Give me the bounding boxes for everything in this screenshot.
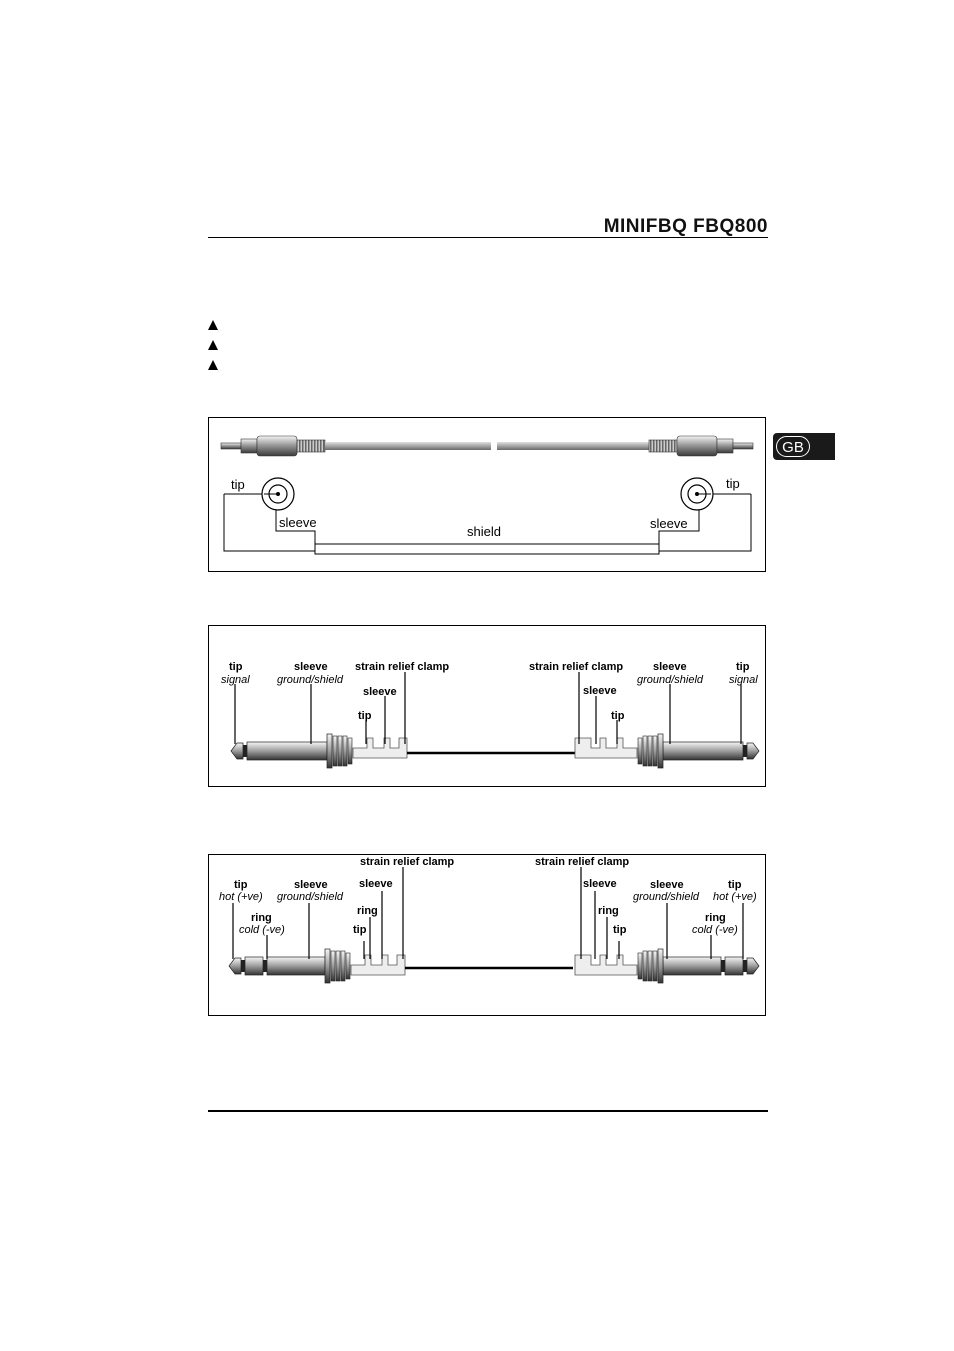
label-sleeve-left: sleeve <box>294 661 328 673</box>
label-inner-tip-left: tip <box>358 710 372 722</box>
rca-plug-left <box>220 435 326 457</box>
label-ground-shield-left: ground/shield <box>277 891 344 903</box>
label-tip-right: tip <box>726 476 740 491</box>
stereo-jack-cable-diagram: strain relief clamp strain relief clamp … <box>208 854 766 1016</box>
page-title: MINIFBQ FBQ800 <box>603 216 768 237</box>
rca-cable-diagram: tip tip sleeve sleeve shield <box>208 417 766 572</box>
label-hot-right: hot (+ve) <box>713 891 757 903</box>
label-sleeve-right: sleeve <box>650 879 684 891</box>
label-inner-tip-left: tip <box>353 924 367 936</box>
rca-jack-right-symbol <box>680 477 714 511</box>
label-tip-left: tip <box>229 661 243 673</box>
label-strain-relief-clamp-right: strain relief clamp <box>535 856 629 868</box>
label-ring-left: ring <box>251 912 272 924</box>
label-ground-shield-right: ground/shield <box>637 674 704 686</box>
label-inner-tip-right: tip <box>613 924 627 936</box>
mono-plug-left <box>230 733 408 769</box>
label-strain-relief-clamp-left: strain relief clamp <box>360 856 454 868</box>
language-tab-label: GB <box>776 436 810 457</box>
label-tip-right: tip <box>728 879 742 891</box>
rca-jack-left-symbol <box>261 477 295 511</box>
label-signal-right: signal <box>729 674 758 686</box>
label-inner-sleeve-left: sleeve <box>359 878 393 890</box>
stereo-plug-right <box>574 948 760 984</box>
label-ring-right: ring <box>705 912 726 924</box>
label-sleeve-right: sleeve <box>653 661 687 673</box>
bullet-triangle-icon <box>208 320 218 330</box>
label-strain-relief-clamp-left: strain relief clamp <box>355 661 449 673</box>
label-inner-ring-right: ring <box>598 905 619 917</box>
label-tip-left: tip <box>234 879 248 891</box>
bullet-triangle-icon <box>208 360 218 370</box>
label-sleeve-left: sleeve <box>279 515 317 530</box>
label-inner-tip-right: tip <box>611 710 625 722</box>
cable-left <box>325 442 491 450</box>
header-rule <box>208 237 768 238</box>
label-tip-right: tip <box>736 661 750 673</box>
label-inner-sleeve-left: sleeve <box>363 686 397 698</box>
label-inner-ring-left: ring <box>357 905 378 917</box>
label-signal-left: signal <box>221 674 250 686</box>
footer-rule <box>208 1110 768 1112</box>
label-sleeve-right: sleeve <box>650 516 688 531</box>
label-ground-shield-right: ground/shield <box>633 891 700 903</box>
label-hot-left: hot (+ve) <box>219 891 263 903</box>
rca-plug-right <box>648 435 754 457</box>
label-ground-shield-left: ground/shield <box>277 674 344 686</box>
label-inner-sleeve-right: sleeve <box>583 878 617 890</box>
label-inner-sleeve-right: sleeve <box>583 685 617 697</box>
label-shield: shield <box>467 524 501 539</box>
mono-jack-cable-diagram: tip signal sleeve ground/shield strain r… <box>208 625 766 787</box>
label-cold-right: cold (-ve) <box>692 924 738 936</box>
label-cold-left: cold (-ve) <box>239 924 285 936</box>
bullet-triangle-icon <box>208 340 218 350</box>
mono-plug-right <box>574 733 760 769</box>
cable-right <box>497 442 649 450</box>
label-tip-left: tip <box>231 477 245 492</box>
label-sleeve-left: sleeve <box>294 879 328 891</box>
label-strain-relief-clamp-right: strain relief clamp <box>529 661 623 673</box>
stereo-plug-left <box>228 948 406 984</box>
